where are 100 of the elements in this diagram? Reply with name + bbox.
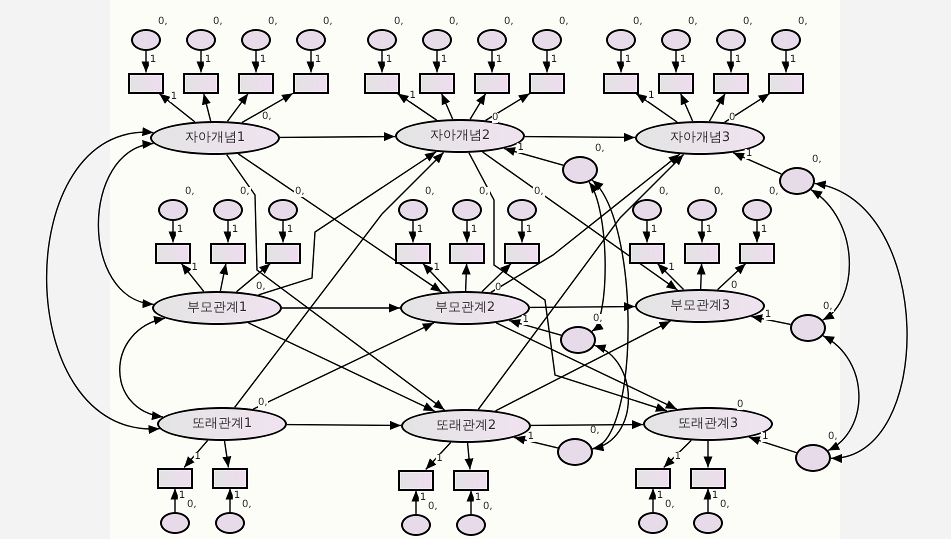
arrow xyxy=(462,263,471,292)
arrow xyxy=(508,319,562,336)
observed-variable-box xyxy=(449,242,485,264)
arrow xyxy=(488,51,496,72)
observed-variable-box xyxy=(453,470,489,490)
edge-label: 1 xyxy=(526,432,535,442)
observed-variable-box xyxy=(183,72,219,94)
variance-label: 0, xyxy=(212,17,224,27)
arrow xyxy=(462,221,472,242)
double-headed-arrow xyxy=(822,335,860,452)
arrow xyxy=(226,488,234,512)
double-headed-arrow xyxy=(46,129,160,432)
observed-variable-box xyxy=(157,468,193,488)
parameter-label: 0 xyxy=(729,113,736,123)
variance-label: 0, xyxy=(797,17,809,27)
variance-label: 0, xyxy=(424,187,436,197)
edge-label: 1 xyxy=(194,452,202,462)
arrow xyxy=(542,51,552,72)
arrow xyxy=(724,92,770,123)
edge-label: 1 xyxy=(744,148,754,159)
arrow xyxy=(672,51,680,72)
edge-label: 1 xyxy=(440,54,448,64)
observed-variable-box xyxy=(504,242,540,264)
arrow xyxy=(752,221,762,242)
parameter-label: 0 xyxy=(737,400,744,410)
arrow xyxy=(751,314,791,326)
variance-label: 0, xyxy=(241,500,253,510)
arrow xyxy=(432,51,442,72)
variance-label: 0, xyxy=(427,502,439,512)
observed-variable-box xyxy=(210,242,246,264)
edge-label: 1 xyxy=(474,492,482,502)
variance-label: 0, xyxy=(448,17,460,27)
edge-label: 1 xyxy=(788,54,798,64)
arrow xyxy=(196,51,206,72)
edge-label: 1 xyxy=(470,224,478,234)
arrow xyxy=(282,304,400,312)
observed-variable-box xyxy=(128,72,164,94)
arrow xyxy=(657,263,684,290)
arrow xyxy=(698,221,706,242)
edge-label: 1 xyxy=(650,224,658,234)
arrow xyxy=(530,302,636,312)
arrow xyxy=(464,442,474,470)
arrow xyxy=(642,221,652,242)
double-headed-arrow xyxy=(119,317,166,419)
parameter-label: 0, xyxy=(258,398,268,408)
arrow xyxy=(514,436,558,449)
arrow xyxy=(485,92,530,121)
variance-label: 0, xyxy=(503,17,515,27)
arrow xyxy=(440,93,454,120)
arrow xyxy=(748,436,797,454)
variance-label: 0, xyxy=(811,155,823,165)
edge-label: 1 xyxy=(647,91,656,102)
observed-variable-box xyxy=(212,468,248,488)
variance-label: 0, xyxy=(713,187,725,197)
arrow xyxy=(280,132,396,142)
arrow xyxy=(696,263,706,290)
edge-label: 1 xyxy=(734,54,742,64)
variance-label: 0, xyxy=(294,187,306,197)
edge-label: 1 xyxy=(148,54,158,64)
variance-label: 0, xyxy=(184,187,196,197)
observed-variable-box xyxy=(265,242,301,264)
observed-variable-box xyxy=(629,242,665,264)
arrow xyxy=(238,153,442,293)
variance-label: 0, xyxy=(822,302,834,312)
edge-label: 1 xyxy=(286,224,294,234)
observed-variable-box xyxy=(398,470,434,490)
arrow xyxy=(717,262,746,290)
variance-label: 0, xyxy=(322,17,334,27)
parameter-label: 0, xyxy=(256,282,266,292)
arrow xyxy=(219,263,228,292)
edge-label: 1 xyxy=(678,54,688,64)
edge-label: 1 xyxy=(384,54,394,64)
edge-label: 1 xyxy=(170,92,178,102)
edge-label: 1 xyxy=(204,54,212,64)
variance-label: 0, xyxy=(589,426,601,436)
observed-variable-box xyxy=(238,72,274,94)
edge-label: 1 xyxy=(550,54,558,64)
edge-label: 1 xyxy=(416,224,424,234)
arrow xyxy=(636,92,678,123)
observed-variable-box xyxy=(155,242,191,264)
observed-variable-box xyxy=(739,242,775,264)
parameter-label: 0 xyxy=(495,283,502,293)
edge-label: 1 xyxy=(408,91,417,102)
edge-label: 1 xyxy=(432,262,441,273)
observed-variable-box xyxy=(293,72,329,94)
arrow xyxy=(286,420,402,430)
observed-variable-box xyxy=(603,72,639,94)
observed-variable-box xyxy=(529,72,565,94)
double-headed-arrow xyxy=(588,182,606,332)
arrow xyxy=(704,441,712,468)
variance-label: 0, xyxy=(664,500,676,510)
edge-label: 1 xyxy=(656,490,664,500)
edge-label: 1 xyxy=(760,224,768,234)
variance-label: 0, xyxy=(658,187,670,197)
variance-label: 0, xyxy=(267,17,279,27)
variance-label: 0, xyxy=(239,187,251,197)
arrow xyxy=(616,51,626,72)
observed-variable-box xyxy=(713,72,749,94)
variance-label: 0, xyxy=(632,17,644,27)
arrow xyxy=(184,440,208,468)
